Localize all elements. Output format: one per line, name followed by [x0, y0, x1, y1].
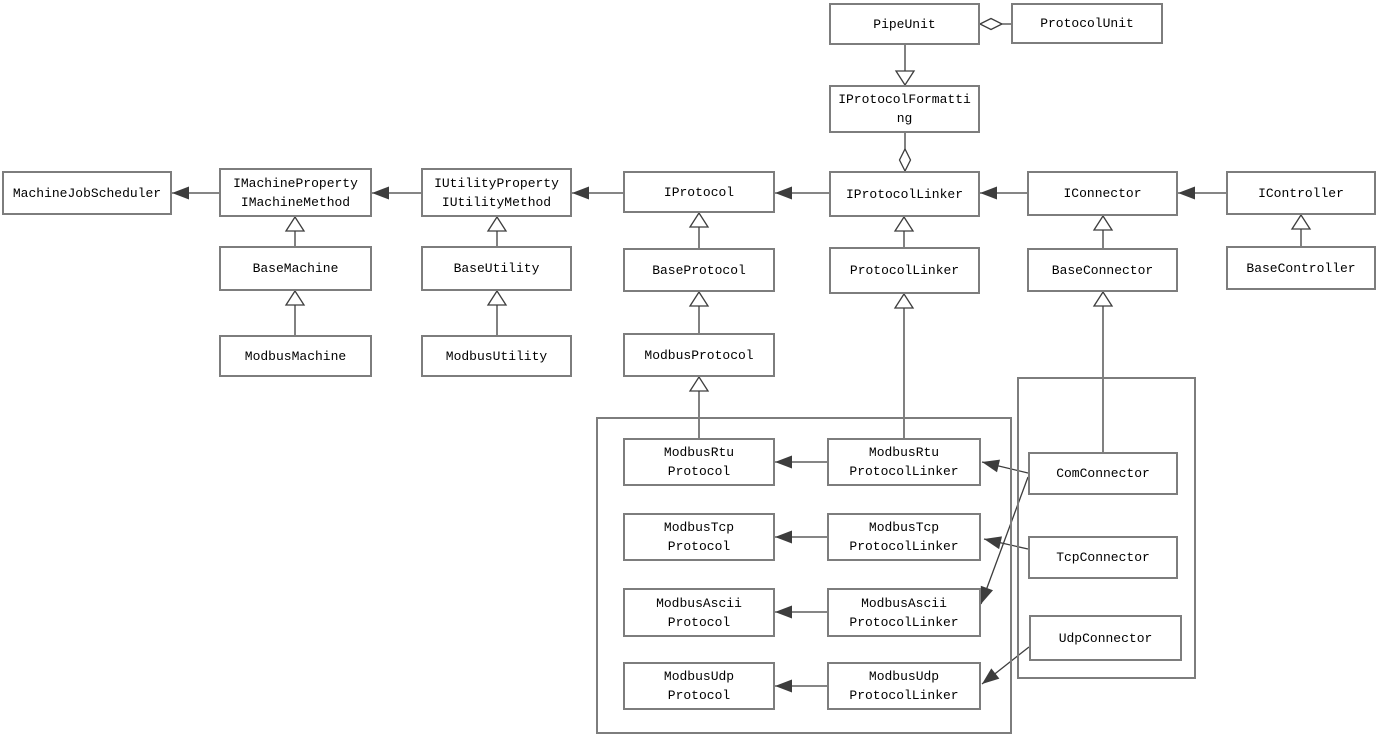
class-node-protocol-linker: ProtocolLinker — [829, 247, 980, 294]
class-node-label: IConnector — [1063, 186, 1142, 201]
class-node-label: BaseController — [1246, 260, 1356, 276]
class-node-label: UdpConnector — [1058, 630, 1153, 646]
class-node-label: IController — [1258, 185, 1344, 201]
class-node-label: ProtocolLinker — [849, 464, 959, 479]
edge-arrowhead-iprotocol-linker-to-iprotocol — [775, 186, 792, 200]
container-connector-group — [1017, 377, 1196, 679]
edge-generalization-triangle-com-connector-extends-base-connector — [1092, 290, 1114, 307]
edge-generalization-triangle-protocol-linker-extends-iprotocol-linker — [893, 215, 915, 232]
class-node-label: TcpConnector — [1056, 550, 1150, 565]
class-node-modbus-machine: ModbusMachine — [219, 335, 372, 377]
edge-generalization-triangle-base-connector-extends-iconnector — [1092, 214, 1114, 231]
edge-aggregation-diamond-pipe-unit-aggregates-protocol-unit — [978, 17, 1004, 31]
class-node-label: IMachineProperty — [233, 175, 358, 191]
edge-generalization-triangle-base-protocol-extends-iprotocol — [688, 211, 710, 228]
class-node-label: ModbusUdp — [663, 669, 735, 684]
class-node-label: ModbusTcp — [663, 520, 735, 535]
class-node-iconnector: IConnector — [1027, 171, 1178, 216]
edge-generalization-triangle-modbus-rtu-protocol-extends-modbus-protocol — [688, 375, 710, 392]
class-node-label: IUtilityProperty — [434, 175, 559, 191]
class-node-label: PipeUnit — [873, 16, 936, 32]
class-node-modbus-utility: ModbusUtility — [421, 335, 572, 377]
class-node-label: IProtocolFormatti — [838, 92, 971, 107]
edge-generalization-triangle-base-controller-extends-icontroller — [1290, 213, 1312, 230]
edge-arrowhead-icontroller-to-iconnector — [1178, 186, 1195, 200]
class-node-label: ModbusMachine — [244, 348, 347, 364]
class-node-base-machine: BaseMachine — [219, 246, 372, 291]
class-node-label: ModbusAscii — [656, 595, 742, 611]
edge-arrowhead-iprotocol-to-iutility-property — [572, 186, 589, 200]
class-node-label: BaseConnector — [1051, 262, 1154, 278]
class-node-label: IProtocolLinker — [845, 186, 964, 202]
class-node-label: ProtocolLinker — [849, 614, 959, 630]
edge-generalization-triangle-modbus-utility-extends-base-utility — [486, 289, 508, 306]
class-node-iprotocol: IProtocol — [623, 171, 775, 213]
class-node-label: ModbusRtu — [663, 445, 735, 460]
class-node-label: ProtocolUnit — [1040, 16, 1134, 31]
class-node-protocol-unit: ProtocolUnit — [1011, 3, 1163, 44]
class-node-label: IUtilityMethod — [441, 194, 552, 210]
class-node-tcp-connector: TcpConnector — [1028, 536, 1178, 579]
edge-generalization-triangle-modbus-protocol-extends-base-protocol — [688, 290, 710, 307]
class-node-base-protocol: BaseProtocol — [623, 248, 775, 292]
class-node-base-controller: BaseController — [1226, 246, 1376, 290]
class-node-label: MachineJobScheduler — [12, 185, 162, 201]
class-node-label: BaseProtocol — [652, 262, 746, 278]
edge-generalization-triangle-modbus-rtu-protocol-linker-extends-protocol-linker — [893, 292, 915, 309]
edge-arrowhead-iconnector-to-iprotocol-linker — [980, 186, 997, 200]
edge-generalization-triangle-modbus-machine-extends-base-machine — [284, 289, 306, 306]
class-node-label: ProtocolLinker — [849, 688, 959, 703]
class-node-label: ModbusProtocol — [644, 347, 754, 363]
class-node-label: ModbusAscii — [861, 595, 947, 611]
class-node-iprotocol-linker: IProtocolLinker — [829, 171, 980, 217]
class-node-label: IMachineMethod — [240, 194, 351, 210]
class-node-label: Protocol — [667, 688, 731, 703]
class-node-label: IProtocol — [663, 184, 735, 200]
edge-generalization-triangle-base-machine-extends-imachine-property — [284, 215, 306, 232]
class-node-label: ModbusUdp — [868, 669, 940, 684]
class-node-label: Protocol — [667, 539, 731, 554]
class-node-label: ModbusRtu — [868, 445, 940, 460]
class-node-icontroller: IController — [1226, 171, 1376, 215]
edge-generalization-triangle-pipe-unit-to-iprotocol-formatting — [894, 70, 916, 87]
class-node-label: ng — [896, 111, 913, 126]
edge-aggregation-diamond-iprotocol-formatting-aggregates-iprotocol-linker — [898, 147, 912, 173]
class-node-label: BaseUtility — [453, 261, 540, 276]
class-node-modbus-protocol: ModbusProtocol — [623, 333, 775, 377]
class-node-machine-job-scheduler: MachineJobScheduler — [2, 171, 172, 215]
edge-arrowhead-iutility-property-to-imachine-property — [372, 186, 389, 200]
class-node-udp-connector: UdpConnector — [1029, 615, 1182, 661]
class-node-label: ComConnector — [1056, 466, 1150, 481]
class-node-label: ModbusTcp — [868, 520, 940, 535]
class-node-base-connector: BaseConnector — [1027, 248, 1178, 292]
class-node-label: ProtocolLinker — [849, 539, 959, 554]
edge-generalization-triangle-base-utility-extends-iutility-property — [486, 215, 508, 232]
edge-arrowhead-imachine-property-to-machine-job-scheduler — [172, 186, 189, 200]
container-modbus-protocol-group — [596, 417, 1012, 734]
class-node-label: Protocol — [667, 614, 731, 630]
class-node-label: ModbusUtility — [445, 348, 548, 364]
class-node-com-connector: ComConnector — [1028, 452, 1178, 495]
class-node-label: BaseMachine — [252, 261, 339, 276]
class-node-iprotocol-formatting: IProtocolFormatti ng — [829, 85, 980, 133]
class-node-pipe-unit: PipeUnit — [829, 3, 980, 45]
class-node-label: ProtocolLinker — [849, 263, 960, 278]
class-node-base-utility: BaseUtility — [421, 246, 572, 291]
class-node-label: Protocol — [667, 464, 731, 479]
